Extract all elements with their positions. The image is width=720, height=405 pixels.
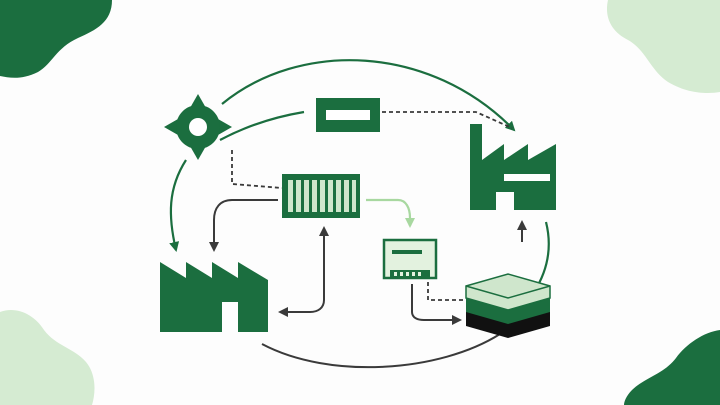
arc-factory-left-to-stack <box>261 333 501 369</box>
corner-blob-bottom-right <box>624 330 720 405</box>
shipping-container-icon <box>282 174 360 218</box>
target-pin-icon <box>164 94 232 160</box>
line-pin-to-label <box>219 110 305 141</box>
arc-pin-to-factory-left <box>169 159 187 252</box>
arrow-container-factory-bidirectional <box>278 226 329 317</box>
corner-blob-bottom-left <box>0 310 95 405</box>
layered-stack-icon <box>465 273 551 338</box>
arrow-container-to-terminal <box>366 198 415 228</box>
arrow-terminal-to-stack <box>411 284 462 325</box>
dashed-terminal-to-stack <box>427 282 466 301</box>
terminal-device-icon <box>382 238 438 280</box>
arc-pin-to-factory-right <box>221 59 516 132</box>
dashed-label-to-factory-right <box>382 111 513 129</box>
factory-left-icon <box>160 262 268 332</box>
dashed-pin-to-container <box>231 150 283 189</box>
arrow-container-to-factory-left <box>209 199 278 252</box>
factory-right-icon <box>470 124 556 210</box>
corner-blob-top-right <box>606 0 720 93</box>
corner-blob-top-left <box>0 0 112 78</box>
label-rectangle-icon <box>316 98 380 132</box>
